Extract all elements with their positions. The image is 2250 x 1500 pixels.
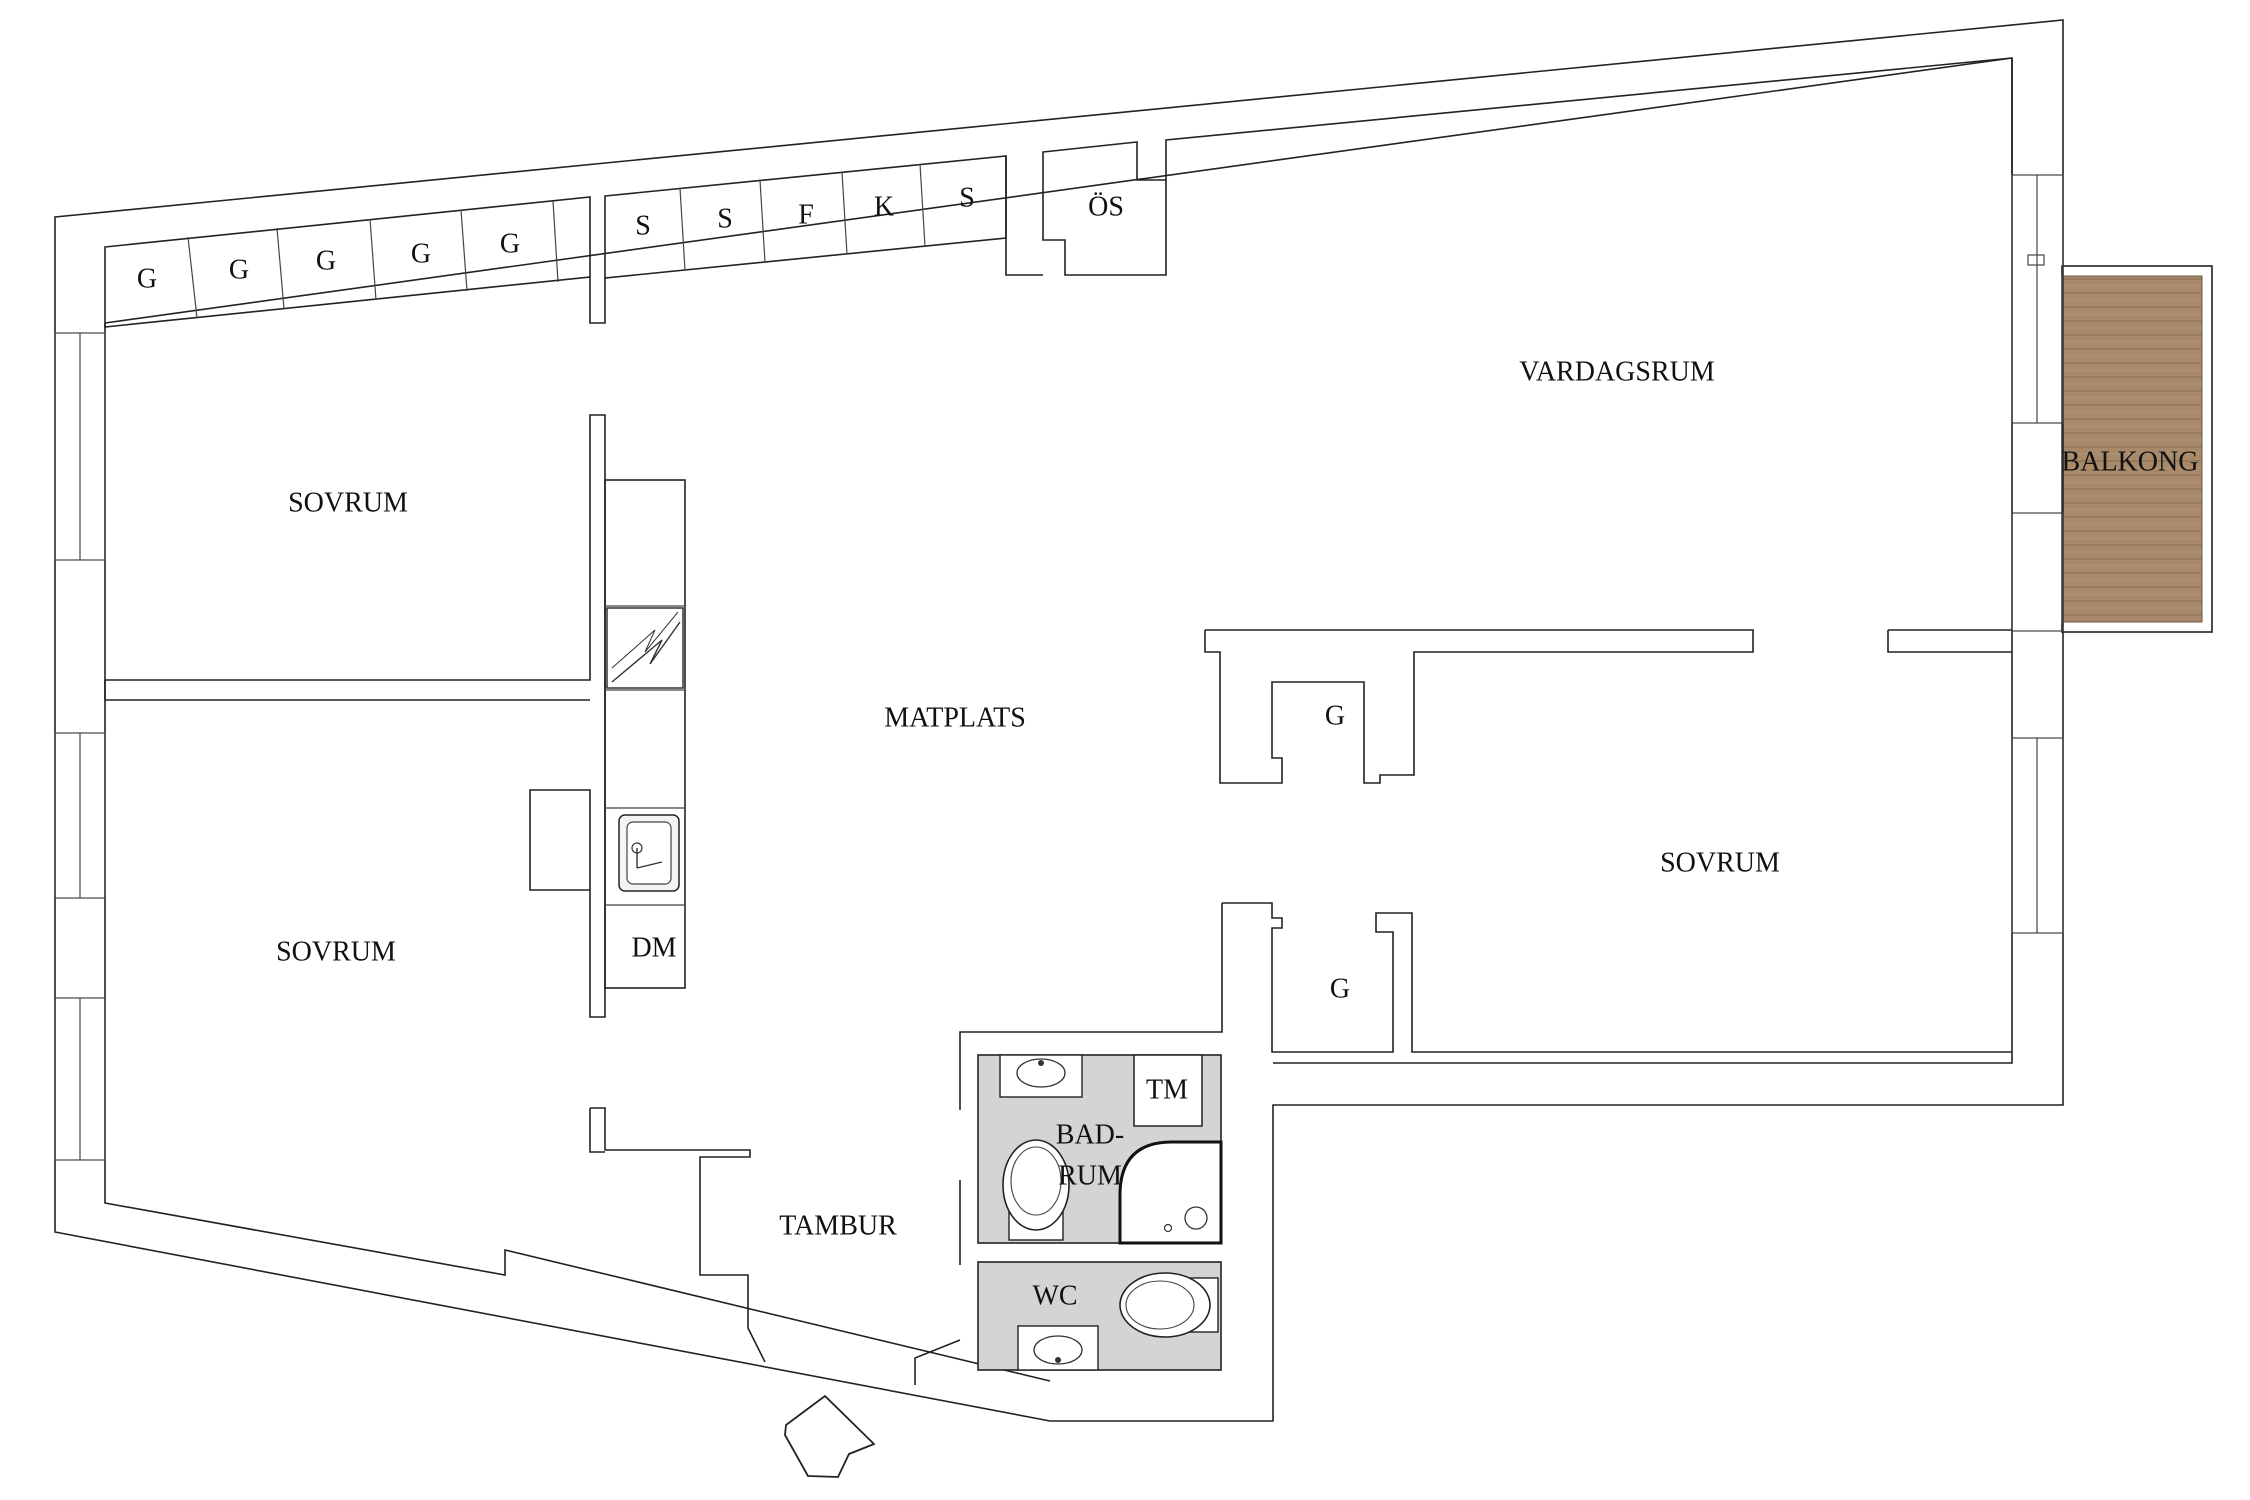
room-label-balkong: BALKONG bbox=[2062, 446, 2199, 477]
closet-label: G bbox=[411, 238, 431, 269]
closet-label: S bbox=[717, 203, 733, 234]
room-label-matplats: MATPLATS bbox=[884, 702, 1026, 733]
center-partitions bbox=[959, 629, 2012, 1110]
right-windows bbox=[2011, 174, 2064, 934]
room-label-badrum: RUM bbox=[1058, 1160, 1122, 1191]
bathroom bbox=[977, 1054, 1223, 1245]
entrance-walls bbox=[589, 1107, 961, 1385]
stove-icon bbox=[606, 607, 684, 689]
room-label-sovrum: SOVRUM bbox=[276, 936, 396, 967]
room-label-vardagsrum: VARDAGSRUM bbox=[1519, 356, 1715, 387]
room-label-wc: WC bbox=[1032, 1280, 1077, 1311]
closet-label: S bbox=[635, 210, 651, 241]
room-label-sovrum: SOVRUM bbox=[1660, 847, 1780, 878]
os-label: ÖS bbox=[1088, 191, 1124, 222]
toilet-icon bbox=[1002, 1139, 1070, 1241]
balcony bbox=[2061, 265, 2213, 633]
closet-label: G bbox=[1325, 700, 1345, 731]
closet-label: F bbox=[798, 199, 814, 230]
tm-label: TM bbox=[1146, 1074, 1188, 1105]
entrance-arrow-icon bbox=[784, 1394, 876, 1478]
kitchen-counter bbox=[604, 479, 686, 989]
wc-room bbox=[977, 1261, 1222, 1371]
dm-label: DM bbox=[631, 932, 676, 963]
closet-label: G bbox=[316, 245, 336, 276]
washbasin-icon bbox=[1017, 1325, 1099, 1371]
toilet-icon bbox=[1119, 1272, 1219, 1338]
washbasin-icon bbox=[999, 1054, 1083, 1098]
closet-label: G bbox=[500, 228, 520, 259]
room-label-sovrum: SOVRUM bbox=[288, 487, 408, 518]
kitchen-sink-icon bbox=[618, 814, 680, 892]
closet-label: G bbox=[229, 254, 249, 285]
left-bedroom-walls bbox=[104, 414, 606, 1018]
closet-label: K bbox=[874, 191, 894, 222]
top-closets bbox=[104, 57, 2013, 328]
closet-label: G bbox=[137, 263, 157, 294]
left-windows bbox=[54, 332, 106, 1161]
room-label-badrum: BAD- bbox=[1056, 1119, 1124, 1150]
room-label-tambur: TAMBUR bbox=[779, 1210, 897, 1241]
closet-label: G bbox=[1330, 973, 1350, 1004]
closet-label: S bbox=[959, 182, 975, 213]
shower-icon bbox=[1118, 1140, 1223, 1245]
